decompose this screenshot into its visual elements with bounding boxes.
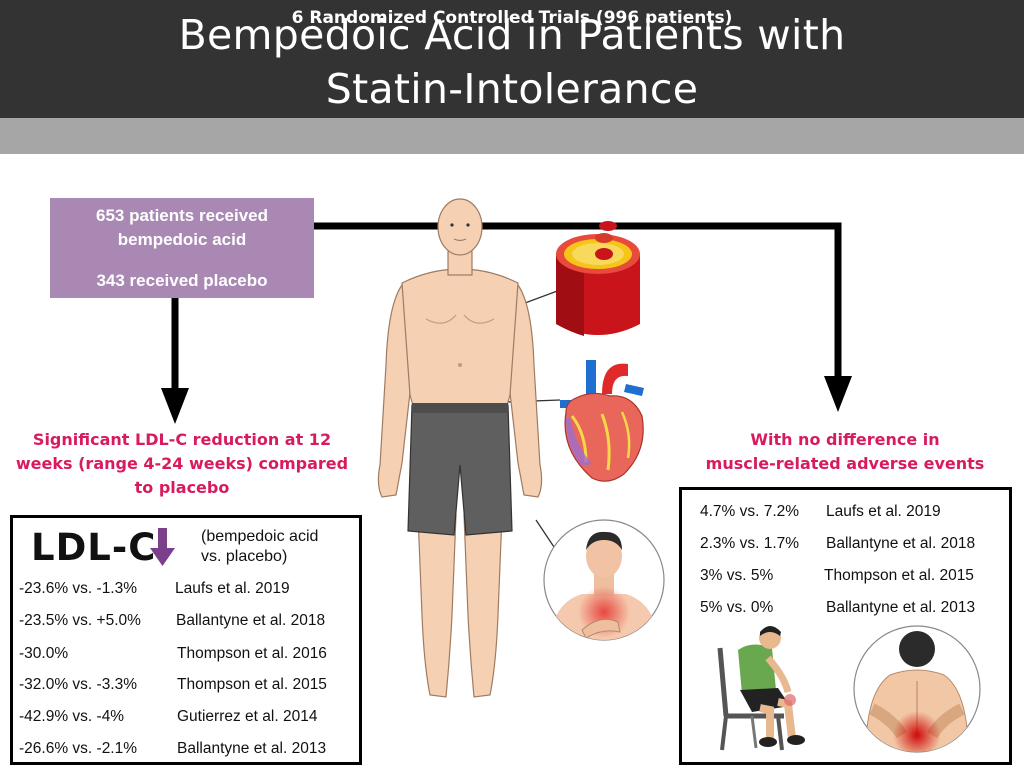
- adverse-events-panel: 4.7% vs. 7.2% Laufs et al. 2019 2.3% vs.…: [679, 487, 1012, 765]
- ldl-value: -30.0%: [19, 645, 69, 662]
- ldl-heading-line-2: weeks (range 4-24 weeks) compared: [15, 454, 349, 473]
- ae-heading-line-1: With no difference in: [750, 430, 940, 449]
- ldl-label: LDL-C: [31, 526, 157, 569]
- ldl-value: -23.6% vs. -1.3%: [19, 580, 138, 597]
- ldl-caption-line-2: vs. placebo): [201, 548, 288, 565]
- subtitle-banner: [0, 118, 1024, 154]
- down-arrow-icon: [150, 528, 175, 566]
- ldl-value: -23.5% vs. +5.0%: [19, 612, 141, 629]
- ae-heading-line-2: muscle-related adverse events: [705, 454, 985, 473]
- chest-pain-icon: [543, 519, 665, 641]
- ae-study: Ballantyne et al. 2018: [826, 535, 976, 552]
- ae-value: 2.3% vs. 1.7%: [700, 535, 800, 552]
- ldl-heading-line-1: Significant LDL-C reduction at 12: [32, 430, 332, 449]
- ae-value: 5% vs. 0%: [700, 599, 774, 616]
- ldl-value: -32.0% vs. -3.3%: [19, 676, 138, 693]
- ldl-study: Ballantyne et al. 2013: [177, 740, 327, 757]
- ldl-study: Thompson et al. 2015: [177, 676, 327, 693]
- adverse-events-heading: With no difference in muscle-related adv…: [690, 428, 1000, 476]
- left-flow-arrow: [161, 298, 189, 424]
- patients-summary-box: 653 patients received bempedoic acid 343…: [50, 198, 314, 298]
- patients-line-2: bempedoic acid: [117, 230, 247, 249]
- ldl-result-heading: Significant LDL-C reduction at 12 weeks …: [14, 428, 350, 500]
- knee-pain-icon: [717, 626, 805, 751]
- patients-line-3: 343 received placebo: [96, 271, 268, 290]
- right-flow-arrow: [314, 222, 852, 412]
- ldl-value: -42.9% vs. -4%: [19, 708, 125, 725]
- back-pain-icon: [853, 625, 981, 753]
- ae-study: Laufs et al. 2019: [826, 503, 941, 520]
- ldl-caption: (bempedoic acid vs. placebo): [201, 527, 318, 567]
- ldl-results-panel: LDL-C (bempedoic acid vs. placebo) -23.6…: [10, 515, 362, 765]
- heart-icon: [560, 360, 644, 482]
- title-banner: [0, 0, 1024, 118]
- artery-plaque-icon: [556, 221, 640, 336]
- ae-value: 4.7% vs. 7.2%: [700, 503, 800, 520]
- ldl-study: Gutierrez et al. 2014: [177, 708, 318, 725]
- patients-line-1: 653 patients received: [96, 206, 268, 225]
- ae-value: 3% vs. 5%: [700, 567, 774, 584]
- ldl-caption-line-1: (bempedoic acid: [201, 528, 319, 545]
- ldl-study: Thompson et al. 2016: [177, 645, 327, 662]
- ldl-heading-line-3: to placebo: [134, 478, 230, 497]
- ldl-study: Laufs et al. 2019: [175, 580, 290, 597]
- ae-study: Thompson et al. 2015: [824, 567, 974, 584]
- ldl-study: Ballantyne et al. 2018: [176, 612, 326, 629]
- title-line-1: Bempedoic Acid in Patients with: [178, 11, 846, 59]
- title-line-2: Statin-Intolerance: [325, 65, 699, 113]
- ae-study: Ballantyne et al. 2013: [826, 599, 976, 616]
- page-title: Bempedoic Acid in Patients with Statin-I…: [0, 8, 1024, 116]
- ldl-value: -26.6% vs. -2.1%: [19, 740, 138, 757]
- page-subtitle: 6 Randomized Controlled Trials (996 pati…: [291, 8, 733, 28]
- human-body-figure: [377, 198, 543, 698]
